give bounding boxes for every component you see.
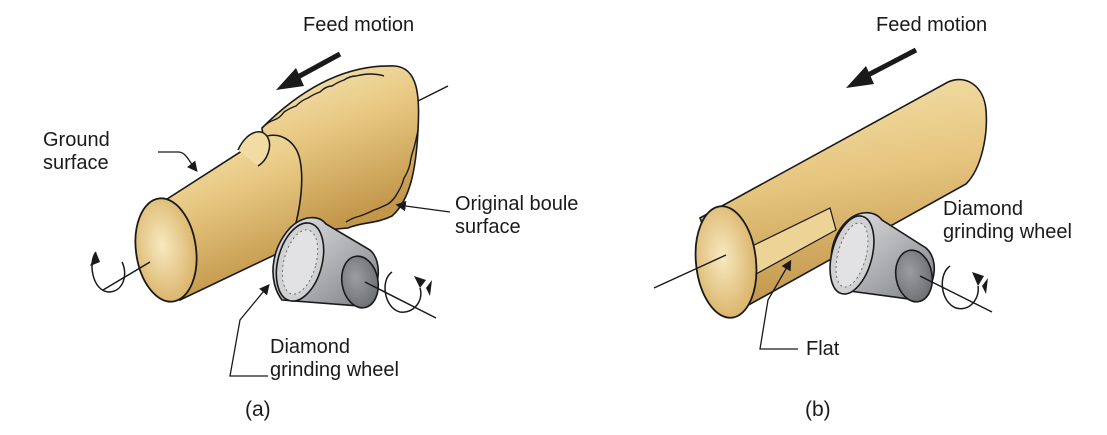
wheel-a-end <box>340 255 380 309</box>
axis-line-a-wheel <box>364 281 437 319</box>
rotation-arrow-b <box>941 265 979 310</box>
leader-original-surface <box>395 200 451 213</box>
axis-line-b-wheel <box>919 275 993 313</box>
feed-arrow-a-shaft <box>294 51 342 81</box>
rotation-arrow-a-right <box>384 271 422 313</box>
rough-edge-bottom <box>345 129 419 223</box>
caption-b: (b) <box>805 398 831 421</box>
panel-b-drawing <box>653 47 993 350</box>
end-face-a <box>134 197 198 303</box>
label-wheel-b-line2: grinding wheel <box>943 221 1072 243</box>
label-wheel-a-line1: Diamond <box>270 336 351 358</box>
label-feed-motion-a: Feed motion <box>303 14 415 36</box>
label-ground-surface-line2: surface <box>43 152 109 174</box>
label-original-boule-surface: Original boule surface <box>455 193 578 239</box>
leader-flat <box>759 259 798 350</box>
rough-edge-top <box>261 73 385 129</box>
label-original-surface-line1: Original boule <box>455 193 579 215</box>
label-feed-motion-b: Feed motion <box>876 14 988 36</box>
panel-a-drawing <box>90 51 451 377</box>
label-wheel-b-line1: Diamond <box>943 198 1024 220</box>
label-original-surface-line2: surface <box>455 216 521 238</box>
axis-line-a-front <box>102 261 151 291</box>
feed-arrow-b-head <box>846 66 874 88</box>
end-face-b <box>694 205 758 319</box>
leader-wheel-a <box>229 283 270 377</box>
leader-ground-surface <box>158 151 198 173</box>
label-ground-surface-line1: Ground <box>43 129 110 151</box>
label-wheel-a-line2: grinding wheel <box>270 359 399 381</box>
wheel-b-end <box>894 249 934 303</box>
label-flat: Flat <box>806 338 840 360</box>
label-diamond-wheel-a: Diamond grinding wheel <box>270 336 399 382</box>
caption-a: (a) <box>245 398 271 421</box>
label-ground-surface: Ground surface <box>43 129 110 175</box>
feed-arrow-a-head <box>276 68 304 90</box>
axis-line-b <box>653 254 727 289</box>
label-diamond-wheel-b: Diamond grinding wheel <box>943 198 1072 244</box>
axis-line-a-top <box>417 85 449 102</box>
feed-arrow-b-shaft <box>864 47 918 79</box>
step-shoulder <box>237 131 271 167</box>
